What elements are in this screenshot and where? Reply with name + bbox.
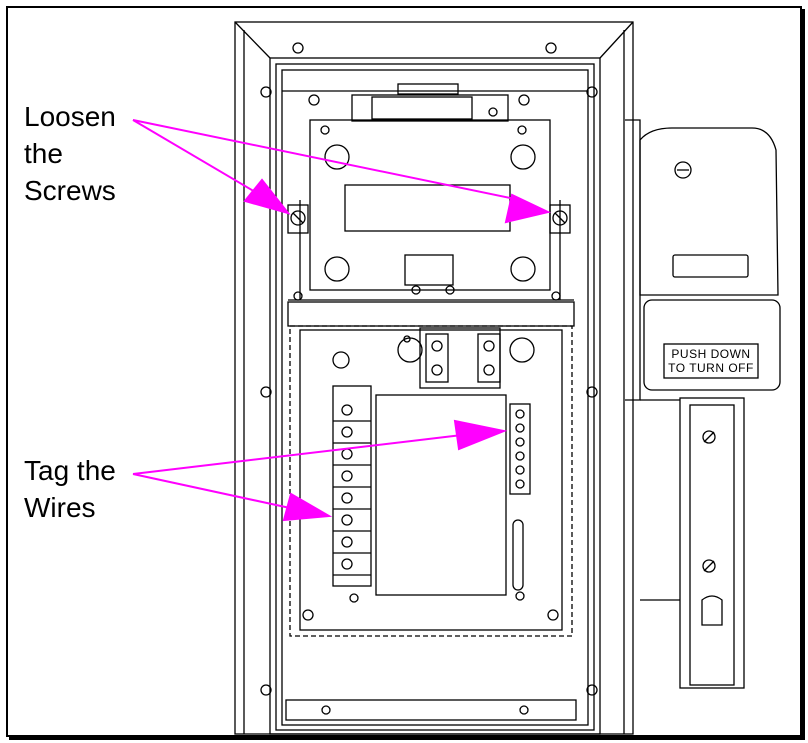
- arrow-to-right-screw: [132, 119, 521, 201]
- arrowhead-right-screw: [504, 193, 552, 224]
- bracket-screws: [287, 204, 571, 234]
- sign-line-1: PUSH DOWN: [671, 347, 750, 361]
- loosen-screws-label: Loosen the Screws: [24, 101, 116, 206]
- arrowhead-left-terminals: [282, 492, 333, 522]
- frame-screws: [260, 42, 598, 696]
- terminal-block-left: [332, 385, 372, 587]
- tag-wires-label: Tag the Wires: [24, 455, 116, 523]
- lower-panel: [289, 325, 573, 637]
- disconnect-switch: [625, 119, 781, 689]
- arrowhead-left-screw: [243, 178, 291, 215]
- cabinet-bottom: [285, 699, 577, 721]
- arrow-to-left-screw: [132, 119, 263, 197]
- arrow-to-right-terminals: [132, 434, 463, 475]
- terminal-block-right: [509, 403, 531, 495]
- arrowhead-right-terminals: [453, 419, 508, 451]
- cabinet-outline: [234, 21, 634, 735]
- sign-line-2: TO TURN OFF: [668, 361, 754, 375]
- arrow-to-left-terminals: [132, 473, 291, 509]
